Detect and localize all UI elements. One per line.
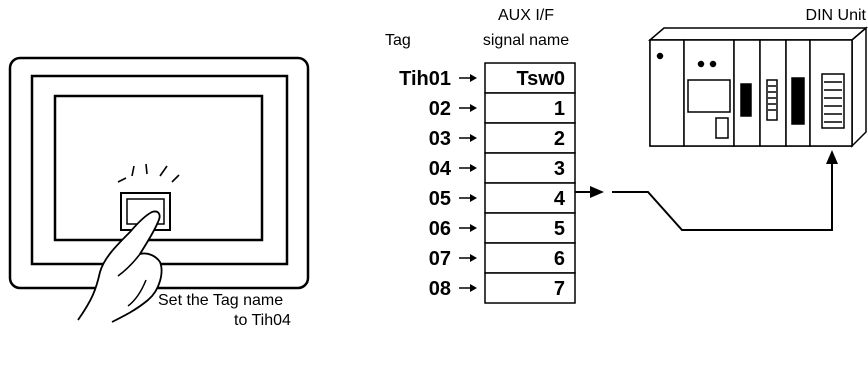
note-line2: to Tih04 xyxy=(234,312,291,329)
signal-cell xyxy=(484,182,576,214)
signal-cell xyxy=(484,92,576,124)
tag-label: 06 xyxy=(429,218,451,240)
din-unit-label: DIN Unit xyxy=(806,7,867,24)
signal-name: Tsw0 xyxy=(516,68,565,90)
tag-arrows xyxy=(459,74,477,292)
mount-hole-icon xyxy=(656,52,664,60)
tag-arrow-head xyxy=(470,164,477,172)
signal-cell xyxy=(484,212,576,244)
tag-column-header: Tag xyxy=(385,32,411,49)
tag-arrow-head xyxy=(470,224,477,232)
signal-name: 1 xyxy=(554,98,565,120)
signal-cell xyxy=(484,242,576,274)
signal-cell xyxy=(484,62,576,94)
signal-name: 5 xyxy=(554,218,565,240)
tag-label: 07 xyxy=(429,248,451,270)
note-line1: Set the Tag name xyxy=(158,292,283,309)
power-module xyxy=(649,39,685,147)
tag-arrow-head xyxy=(470,194,477,202)
tag-label: 03 xyxy=(429,128,451,150)
tag-label: 02 xyxy=(429,98,451,120)
tag-label: 05 xyxy=(429,188,451,210)
signal-cell xyxy=(484,272,576,304)
signal-name: 4 xyxy=(554,188,566,210)
rack-top-face xyxy=(647,27,868,41)
tag-label: 08 xyxy=(429,278,451,300)
tag-arrow-head xyxy=(470,74,477,82)
tag-label: 04 xyxy=(429,158,452,180)
connection-wire xyxy=(612,162,833,231)
connection-arrowhead xyxy=(826,150,838,164)
tag-arrow-head xyxy=(470,104,477,112)
signal-name: 7 xyxy=(554,278,565,300)
din-unit-rack xyxy=(647,26,868,148)
signal-cell xyxy=(484,152,576,184)
tag-arrow-head xyxy=(470,284,477,292)
signal-connection xyxy=(575,150,838,231)
tag-label: Tih01 xyxy=(399,68,451,90)
aux-header-line1: AUX I/F xyxy=(498,7,554,24)
signal-name: 2 xyxy=(554,128,565,150)
rack-side-face xyxy=(851,26,867,148)
signal-cell xyxy=(484,122,576,154)
pointing-hand-icon xyxy=(77,210,163,323)
tag-arrow-head xyxy=(470,134,477,142)
tag-labels: Tih01 02 03 04 05 06 07 08 xyxy=(399,68,452,300)
touch-panel xyxy=(8,56,310,323)
signal-name: 6 xyxy=(554,248,565,270)
tag-arrow-head xyxy=(470,254,477,262)
press-glow-lines xyxy=(117,163,180,183)
signal-name: 3 xyxy=(554,158,565,180)
signal-table: Tsw0 1 2 3 4 5 6 7 xyxy=(484,62,576,304)
aux-header-line2: signal name xyxy=(483,32,569,49)
